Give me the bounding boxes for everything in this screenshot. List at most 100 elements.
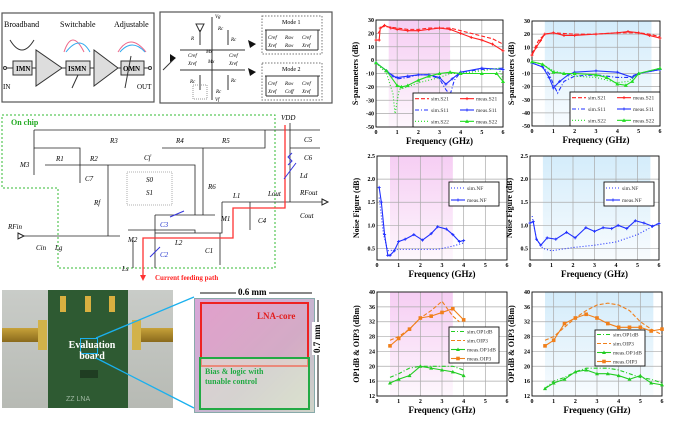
- x-tick-label: 6: [661, 399, 664, 405]
- data-point-marker: [458, 71, 463, 75]
- y-tick-label: 1.5: [368, 200, 376, 206]
- legend-label: sim.OP1dB: [467, 330, 493, 336]
- data-point-marker: [456, 347, 460, 351]
- x-tick-label: 1: [396, 130, 399, 136]
- data-point-marker: [658, 66, 662, 70]
- y-tick-label: -50: [522, 124, 530, 130]
- x-tick-label: 3: [441, 399, 444, 405]
- y-tick-label: 1.0: [368, 223, 376, 229]
- data-point-marker: [438, 26, 441, 30]
- cref-label-1: Cref: [188, 54, 197, 59]
- m1-label: M1: [220, 215, 230, 223]
- legend-label: meas.OIP3: [613, 360, 638, 366]
- mode2-box: [261, 62, 323, 101]
- y-tick-label: 0.5: [521, 246, 529, 252]
- on-chip-label: On chip: [11, 118, 39, 127]
- die-width-dimension: 0.6 mm: [236, 287, 269, 297]
- on-chip-boundary: [1, 114, 276, 269]
- x-tick-label: 5: [636, 263, 639, 269]
- data-point-marker: [547, 75, 551, 79]
- series-line: [389, 365, 464, 378]
- data-point-marker: [395, 27, 399, 31]
- data-point-marker: [448, 27, 452, 31]
- data-point-marker: [573, 316, 578, 320]
- data-point-marker: [465, 97, 469, 101]
- chip-highlight: [80, 338, 98, 354]
- data-point-marker: [396, 377, 401, 381]
- data-point-marker: [378, 26, 382, 30]
- data-point-marker: [501, 49, 505, 53]
- x-tick-label: 4: [615, 263, 618, 269]
- x-tick-label: 6: [659, 129, 662, 135]
- data-point-marker: [606, 321, 610, 326]
- tunable-cap-c3-icon: [169, 210, 185, 218]
- mode2-coff: Coff: [285, 90, 294, 95]
- x-axis-label: Frequency (GHz): [406, 136, 473, 146]
- y-tick-label: 30: [524, 19, 530, 25]
- x-tick-label: 4: [616, 129, 619, 135]
- lna-schematic: On chip VDD Current feeding path R3 R4 R…: [1, 114, 330, 282]
- data-point-marker: [595, 371, 599, 376]
- data-point-marker: [397, 240, 401, 244]
- x-tick-label: 2: [572, 263, 575, 269]
- data-point-marker: [627, 377, 632, 381]
- legend-label: sim.S21: [431, 97, 449, 103]
- series-meas-oip3: [388, 306, 466, 348]
- current-path-label: Current feeding path: [155, 274, 218, 282]
- data-point-marker: [437, 71, 442, 75]
- legend-label: meas.NF: [467, 198, 487, 204]
- data-point-marker: [562, 321, 567, 326]
- mode1-rsw-2: Rsw: [284, 44, 294, 49]
- series-meas-oip3: [543, 312, 664, 348]
- rf-label: Rf: [93, 199, 101, 207]
- mode1-title: Mode 1: [282, 20, 301, 26]
- cout-label: Cout: [300, 212, 315, 220]
- data-point-marker: [562, 71, 566, 75]
- legend-label: meas.S21: [633, 96, 654, 102]
- series-line: [544, 302, 663, 341]
- rfin-label: RFin: [7, 223, 22, 231]
- data-point-marker: [383, 233, 387, 237]
- y-tick-label: 40: [524, 290, 530, 296]
- y-tick-label: 12: [524, 394, 530, 400]
- m3-label: M3: [19, 161, 30, 169]
- data-point-marker: [391, 74, 395, 78]
- data-point-marker: [551, 31, 555, 35]
- data-point-marker: [444, 227, 448, 231]
- x-axis-label: Frequency (GHz): [408, 405, 475, 415]
- y-tick-label: 12: [369, 394, 375, 400]
- data-point-marker: [601, 226, 605, 230]
- y-axis-label: Noise Figure (dB): [352, 178, 361, 239]
- series-meas-nf: [528, 219, 661, 247]
- data-point-marker: [543, 344, 547, 348]
- data-point-marker: [545, 236, 549, 240]
- series-sim-nf: [378, 197, 464, 252]
- data-point-marker: [647, 33, 651, 37]
- series-sim-op1db: [544, 367, 663, 389]
- switch-curve-2: [65, 42, 91, 53]
- plot-frame: [376, 291, 508, 397]
- data-point-marker: [407, 373, 412, 378]
- data-point-marker: [551, 86, 555, 90]
- series-meas-op1db: [388, 364, 466, 385]
- data-point-marker: [494, 71, 499, 75]
- y-tick-label: -10: [366, 72, 374, 78]
- mode2-rsw: Rsw: [284, 82, 294, 87]
- lg-label: Lg: [54, 244, 63, 252]
- data-point-marker: [444, 82, 448, 86]
- r-label: R: [190, 37, 194, 42]
- data-point-marker: [541, 65, 545, 69]
- c6-label: C6: [304, 154, 313, 162]
- y-tick-label: 28: [369, 335, 375, 341]
- mode1-cref-1: Cref: [268, 36, 277, 41]
- mode1-box: [261, 15, 323, 55]
- data-point-marker: [660, 382, 664, 387]
- data-point-marker: [572, 71, 577, 75]
- legend-label: meas.S21: [476, 97, 497, 103]
- legend-label: sim.S11: [431, 108, 449, 114]
